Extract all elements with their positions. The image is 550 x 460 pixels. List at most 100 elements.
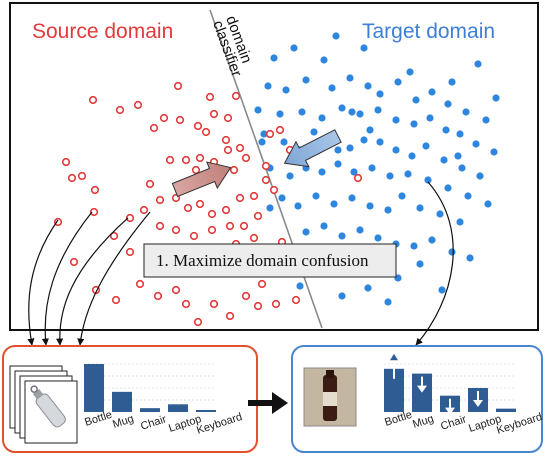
target-point	[334, 146, 342, 154]
source-point	[133, 100, 143, 110]
target-point	[384, 298, 392, 306]
target-point	[266, 204, 274, 212]
target-point	[462, 108, 470, 116]
target-point	[280, 138, 288, 146]
target-point	[416, 204, 424, 212]
target-point	[294, 202, 302, 210]
source-point	[209, 109, 219, 119]
source-point	[189, 231, 199, 241]
confusion-label: 1. Maximize domain confusion	[156, 251, 369, 270]
source-point	[225, 221, 235, 231]
source-to-image-arrows	[27, 211, 151, 346]
source-point	[225, 311, 235, 321]
source-point	[221, 135, 231, 145]
source-point	[261, 161, 271, 171]
source-point	[171, 225, 181, 235]
source-shift-arrow	[171, 161, 232, 198]
target-point	[364, 82, 372, 90]
target-point	[348, 108, 356, 116]
source-point	[165, 155, 175, 165]
target-point	[412, 96, 420, 104]
target-point	[360, 44, 368, 52]
target-point	[296, 282, 304, 290]
target-point	[338, 104, 346, 112]
confusion-box	[143, 243, 397, 278]
source-point	[207, 225, 217, 235]
source-point	[195, 199, 205, 209]
hist-bar-laptop	[168, 404, 188, 412]
source-point	[223, 145, 233, 155]
source-point	[183, 203, 193, 213]
source-point	[231, 91, 241, 101]
source-point	[249, 191, 259, 201]
target-point	[456, 130, 464, 138]
source-point	[269, 185, 279, 195]
target-point	[328, 84, 336, 92]
water-bottle-icon	[30, 385, 66, 428]
beer-bottle-photo	[303, 367, 357, 427]
target-point	[260, 130, 268, 138]
target-point	[442, 126, 450, 134]
target-point	[346, 74, 354, 82]
target-point	[264, 82, 272, 90]
source-point	[149, 123, 159, 133]
source-curve-arrow-1	[27, 219, 59, 346]
target-point	[428, 88, 436, 96]
target-points	[254, 32, 500, 306]
target-point	[482, 116, 490, 124]
target-point	[444, 184, 452, 192]
source-point	[173, 81, 183, 91]
target-point	[458, 164, 466, 172]
source-point	[181, 299, 191, 309]
source-point	[77, 171, 87, 181]
source-image-stack	[9, 365, 78, 444]
target-point	[356, 110, 364, 118]
source-point	[205, 92, 215, 102]
source-point	[253, 211, 263, 221]
target-point	[386, 172, 394, 180]
target-point	[410, 242, 418, 250]
target-point	[476, 172, 484, 180]
hist-bar-mug	[112, 391, 132, 412]
source-point	[239, 221, 249, 231]
target-point	[464, 192, 472, 200]
source-point	[195, 153, 205, 163]
target-point	[364, 284, 372, 292]
source-point	[125, 213, 135, 223]
target-point	[368, 164, 376, 172]
target-point	[330, 200, 338, 208]
source-point	[111, 295, 121, 305]
target-point	[254, 106, 262, 114]
source-point	[145, 179, 155, 189]
source-point	[275, 125, 285, 135]
target-point	[332, 32, 340, 40]
source-point	[271, 299, 281, 309]
target-point	[320, 56, 328, 64]
source-point	[171, 285, 181, 295]
target-point	[286, 172, 294, 180]
target-point	[456, 218, 464, 226]
source-curve-arrow-4	[77, 211, 151, 346]
target-point	[448, 78, 456, 86]
source-point	[69, 257, 79, 267]
target-point	[376, 138, 384, 146]
target-point	[454, 152, 462, 160]
up-arrow-icon	[388, 351, 400, 362]
source-point	[153, 291, 163, 301]
target-point	[318, 168, 326, 176]
source-point	[193, 121, 203, 131]
source-point	[193, 317, 203, 327]
target-point	[338, 232, 346, 240]
source-point	[353, 173, 363, 183]
source-point	[253, 301, 263, 311]
target-point	[270, 54, 278, 62]
target-domain-label: Target domain	[362, 20, 495, 43]
target-point	[376, 90, 384, 98]
target-point	[384, 206, 392, 214]
target-point	[334, 160, 342, 168]
target-point	[258, 138, 266, 146]
target-point	[484, 200, 492, 208]
source-point	[90, 185, 100, 195]
source-point	[53, 217, 63, 227]
